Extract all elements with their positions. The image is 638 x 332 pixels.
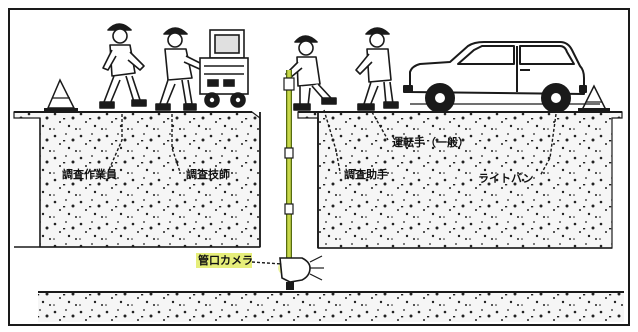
traffic-cone-left-icon: [44, 78, 78, 112]
survey-worker-figure-icon: [99, 23, 147, 109]
label-pipe-camera: 管口カメラ: [198, 253, 253, 267]
label-survey-assistant: 調査助手: [344, 167, 388, 181]
leader-survey-worker: [107, 114, 123, 173]
ground-bottom-layer: [38, 291, 624, 322]
label-survey-engineer: 調査技師: [186, 167, 230, 181]
driver-figure-icon: [355, 27, 399, 111]
leader-pipe-camera: [251, 261, 283, 265]
label-light-van: ライトバン: [478, 172, 534, 185]
survey-assistant-figure-icon: [285, 35, 337, 111]
excavation-shaft: [14, 112, 612, 249]
control-cart-icon: [199, 29, 249, 108]
camera-pole-icon: [283, 70, 295, 272]
label-survey-worker: 調査作業員: [62, 167, 117, 181]
leader-survey-engineer: [171, 114, 181, 173]
leader-lines: [107, 109, 557, 265]
leader-driver: [371, 111, 389, 141]
light-van-icon: [403, 41, 600, 113]
leader-survey-assistant: [323, 109, 341, 173]
pipe-camera-icon: [278, 255, 324, 290]
pipe-camera-label-highlight: [196, 253, 252, 268]
label-driver: 運転手（一般）: [392, 135, 469, 149]
